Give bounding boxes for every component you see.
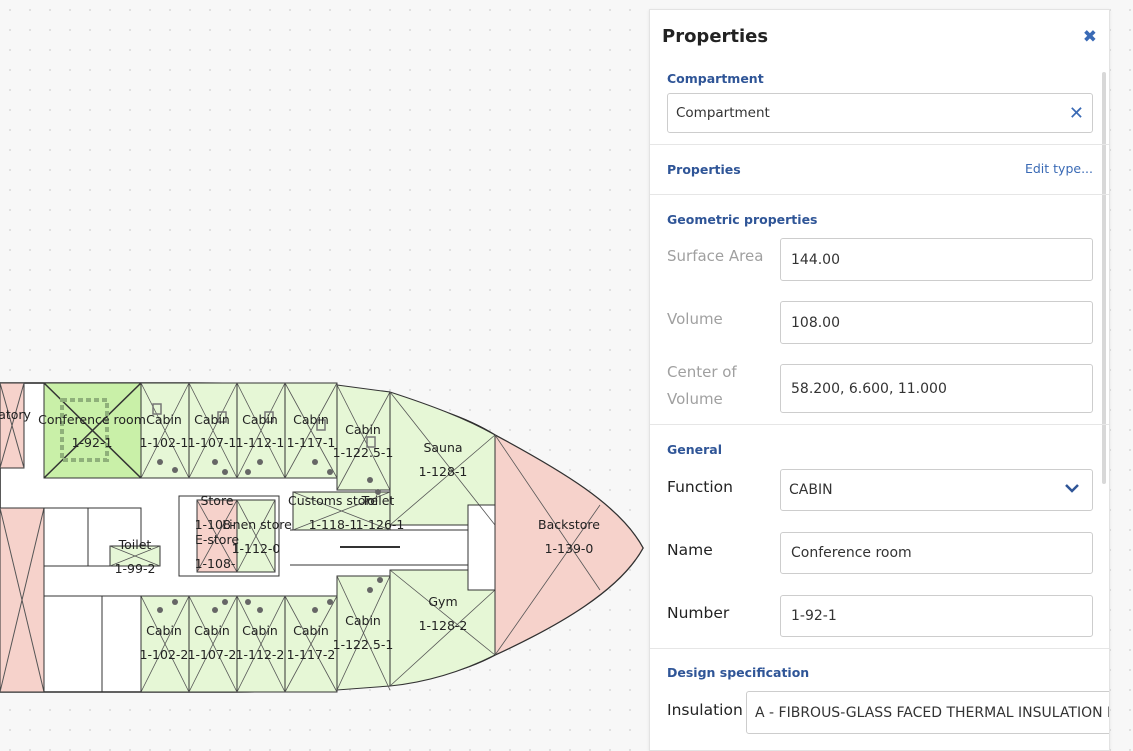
label-cabin: Cabin	[146, 623, 182, 638]
label-customs-store: Customs store	[288, 493, 378, 508]
name-label: Name	[667, 541, 713, 559]
label-gym-num: 1-128-2	[419, 618, 468, 633]
label-cabin: Cabin	[242, 623, 278, 638]
section-general-title: General	[667, 442, 722, 457]
scrollbar[interactable]	[1102, 72, 1106, 484]
section-geometric-title: Geometric properties	[667, 212, 818, 227]
chevron-down-icon[interactable]	[1064, 480, 1080, 496]
label-cabin-num: 1-102-2	[140, 647, 189, 662]
label-linen-store: Linen store	[222, 517, 292, 532]
label-linen-store-num: 1-112-0	[232, 541, 281, 556]
label-oratory: ratory	[0, 407, 32, 422]
center-of-volume-field[interactable]	[780, 364, 1093, 413]
label-cabin: Cabin	[293, 412, 329, 427]
label-cabin-num: 1-107-2	[188, 647, 237, 662]
volume-input[interactable]	[789, 313, 1092, 332]
volume-field[interactable]	[780, 301, 1093, 344]
center-of-volume-input[interactable]	[789, 379, 1092, 398]
label-cabin: Cabin	[293, 623, 329, 638]
volume-label: Volume	[667, 310, 723, 328]
label-toilet: Toilet	[118, 537, 152, 552]
label-cabin-num: 1-112-2	[236, 647, 285, 662]
number-label: Number	[667, 604, 730, 622]
label-backstore: Backstore	[538, 517, 600, 532]
label-customs-store-num: 1-118-1	[309, 517, 358, 532]
label-cabin-num: 1-112-1	[236, 435, 285, 450]
section-properties-title: Properties	[667, 162, 741, 177]
label-store-num: 1-108-	[195, 517, 236, 532]
label-toilet-2: Toilet	[361, 493, 395, 508]
function-label: Function	[667, 478, 733, 496]
label-cabin: Cabin	[146, 412, 182, 427]
insulation-value: A - FIBROUS-GLASS FACED THERMAL INSULATI…	[755, 704, 1109, 721]
panel-title: Properties	[662, 26, 769, 47]
compartment-field[interactable]: Compartment ✕	[667, 93, 1093, 133]
label-cabin-num: 1-117-1	[287, 435, 336, 450]
center-label-line-2: Volume	[667, 390, 723, 408]
insulation-label: Insulation	[667, 701, 743, 719]
clear-icon[interactable]: ✕	[1068, 102, 1084, 124]
surface-area-input[interactable]	[789, 250, 1092, 269]
label-cabin-num: 1-102-1	[140, 435, 189, 450]
label-gym: Gym	[428, 594, 457, 609]
name-input[interactable]	[789, 544, 1092, 562]
label-conference-name: Conference room	[38, 412, 146, 427]
label-cabin-num: 1-107-1	[188, 435, 237, 450]
edit-type-link[interactable]: Edit type...	[1024, 161, 1093, 176]
label-cabin: Cabin	[345, 422, 381, 437]
name-field[interactable]	[780, 532, 1093, 574]
center-label-line-1: Center of	[667, 363, 737, 381]
label-cabin-num: 1-122.5-1	[333, 637, 394, 652]
label-cabin: Cabin	[242, 412, 278, 427]
number-input[interactable]	[789, 607, 1092, 625]
label-backstore-num: 1-139-0	[545, 541, 594, 556]
compartment-value: Compartment	[676, 105, 770, 121]
label-toilet-num: 1-99-2	[115, 561, 156, 576]
label-cabin: Cabin	[194, 623, 230, 638]
close-icon[interactable]: ✖	[1082, 27, 1097, 47]
insulation-field[interactable]: A - FIBROUS-GLASS FACED THERMAL INSULATI…	[746, 691, 1109, 734]
function-select[interactable]: CABIN	[780, 469, 1093, 511]
label-cabin-num: 1-122.5-1	[333, 445, 394, 460]
properties-panel: Properties ✖ Compartment Compartment ✕ P…	[649, 9, 1110, 751]
number-field[interactable]	[780, 595, 1093, 637]
center-of-volume-label: Center of Volume	[667, 359, 737, 413]
deck-plan[interactable]: ratory Conference room 1-92-1 Cabin 1-10…	[0, 0, 649, 743]
label-estore-num: 1-108-	[195, 556, 236, 571]
label-estore: E-store	[195, 532, 239, 547]
section-compartment-title: Compartment	[667, 71, 764, 86]
label-sauna-num: 1-128-1	[419, 464, 468, 479]
label-conference-num: 1-92-1	[72, 435, 113, 450]
function-value: CABIN	[789, 482, 833, 498]
label-cabin-num: 1-117-2	[287, 647, 336, 662]
surface-area-field[interactable]	[780, 238, 1093, 281]
label-store: Store	[200, 493, 233, 508]
section-design-title: Design specification	[667, 665, 810, 680]
label-cabin: Cabin	[345, 613, 381, 628]
label-sauna: Sauna	[423, 440, 462, 455]
label-cabin: Cabin	[194, 412, 230, 427]
label-toilet-2-num: 1-126-1	[356, 517, 405, 532]
surface-area-label: Surface Area	[667, 247, 764, 265]
